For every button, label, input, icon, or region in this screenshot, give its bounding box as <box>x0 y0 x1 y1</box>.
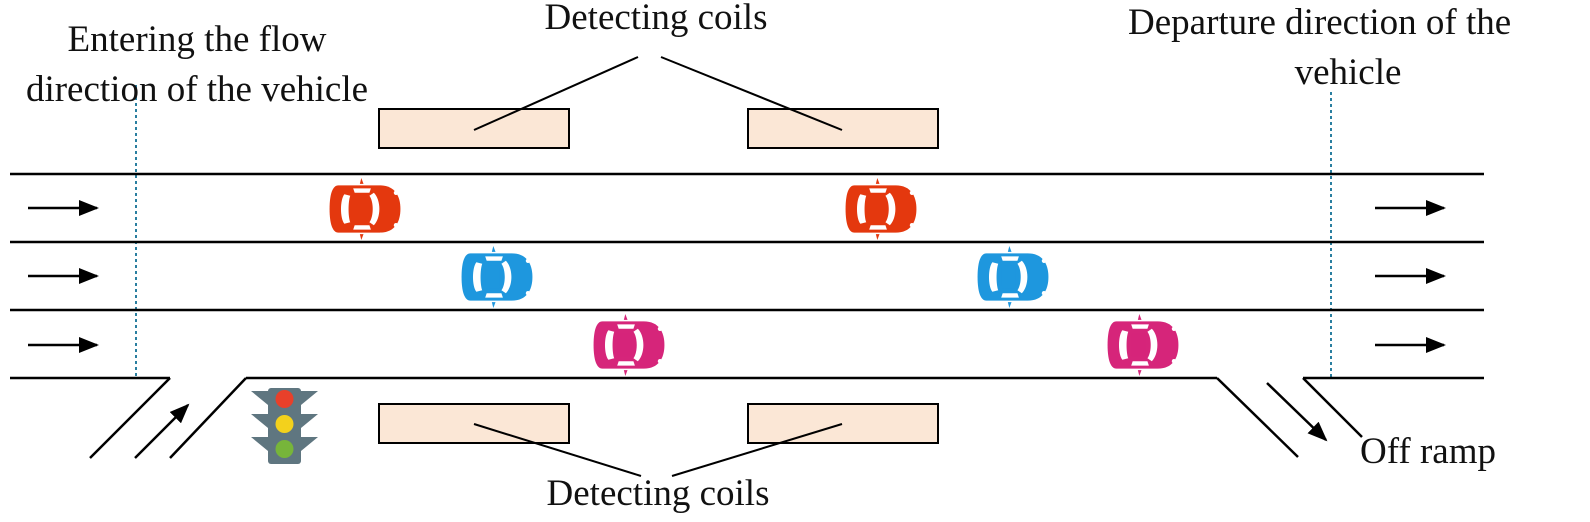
car-icon <box>1107 314 1179 376</box>
coils-top-label: Detecting coils <box>545 0 768 38</box>
detecting-coil-top-left <box>378 108 570 149</box>
leader-line-bottom-left <box>473 423 642 477</box>
entering-label-line1: Entering the flow <box>68 19 327 60</box>
on-ramp-arrow-icon <box>134 403 190 459</box>
on-ramp-edge-right <box>169 377 247 459</box>
car-icon <box>329 178 401 240</box>
detecting-coil-bottom-left <box>378 403 570 444</box>
car-icon <box>593 314 665 376</box>
leader-line-top-right <box>660 56 843 131</box>
detecting-coil-top-right <box>747 108 939 149</box>
detecting-coil-bottom-right <box>747 403 939 444</box>
departure-label-line1: Departure direction of the <box>1128 2 1511 43</box>
leader-line-top-left <box>473 56 639 131</box>
on-ramp-edge-left <box>89 377 171 459</box>
leader-line-bottom-right <box>671 423 843 477</box>
car-icon <box>461 246 533 308</box>
off-ramp-edge-right <box>1302 377 1363 438</box>
off-ramp-edge-left <box>1216 377 1299 458</box>
car-icon <box>977 246 1049 308</box>
entering-label-line2: direction of the vehicle <box>26 69 368 110</box>
off-ramp-label: Off ramp <box>1360 431 1496 472</box>
off-ramp-arrow-icon <box>1266 382 1328 442</box>
car-icon <box>845 178 917 240</box>
coils-bottom-label: Detecting coils <box>547 473 770 514</box>
traffic-light-icon <box>251 388 318 464</box>
departure-label-line2: vehicle <box>1295 52 1402 93</box>
